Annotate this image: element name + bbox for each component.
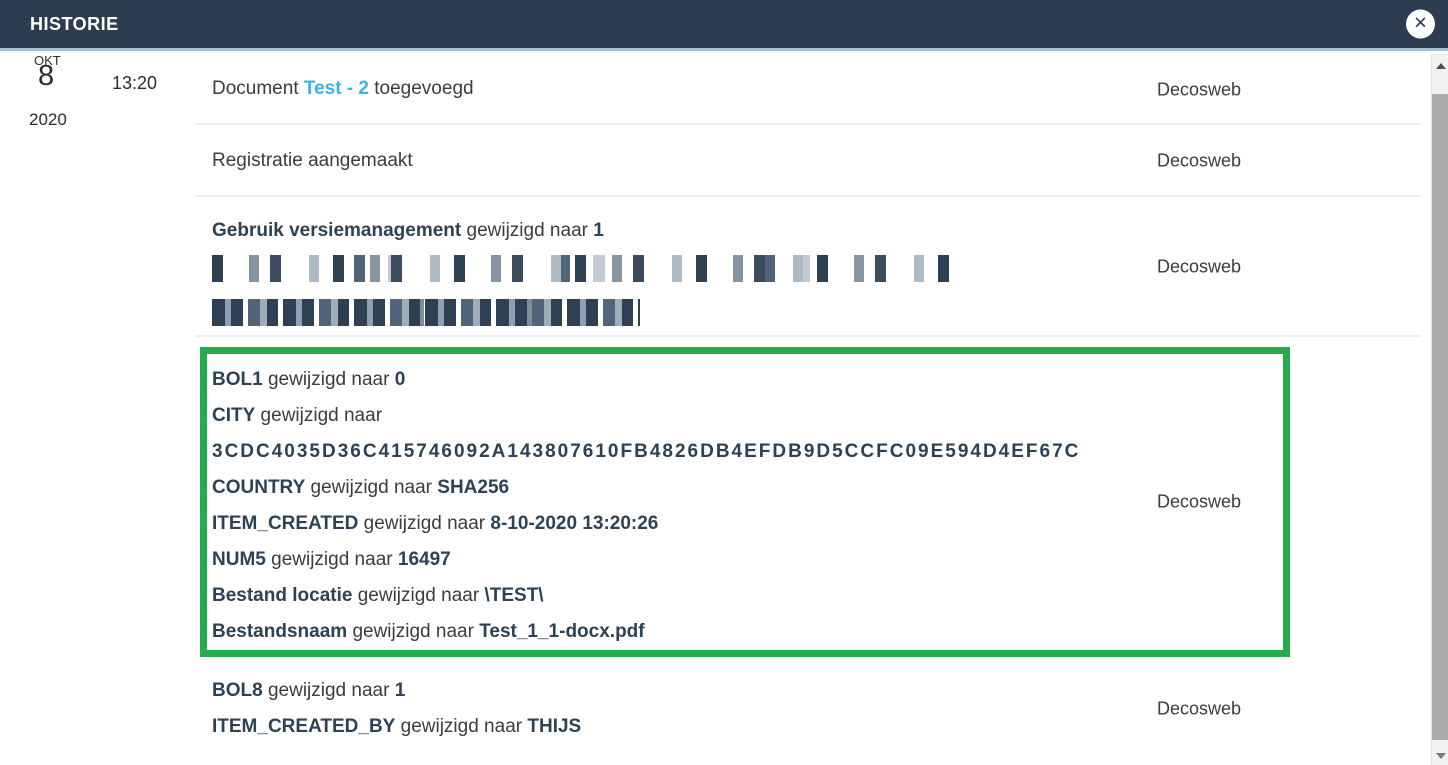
field-value-text: SHA256 — [437, 477, 510, 498]
field-value-text: 3CDC4035D36C415746092A143807610FB4826DB4… — [212, 441, 1081, 462]
entry-text: gewijzigd naar — [352, 585, 485, 606]
field-value-text: ITEM_CREATED — [212, 513, 359, 534]
entry-text: gewijzigd naar — [262, 680, 395, 701]
document-link[interactable]: Test - 2 — [303, 78, 369, 99]
entry-line: Registratie aangemaakt — [212, 143, 1131, 179]
entry-source: Decosweb — [1157, 150, 1242, 171]
field-value-text: 0 — [394, 369, 406, 390]
entry-source: Decosweb — [1157, 256, 1242, 277]
entry-line: BOL1 gewijzigd naar 0 — [212, 362, 1131, 398]
field-value-text: 8-10-2020 13:20:26 — [490, 513, 659, 534]
scrollbar-thumb[interactable] — [1432, 94, 1448, 740]
entry-line: Bestandsnaam gewijzigd naar Test_1_1-doc… — [212, 614, 1131, 650]
redacted-text — [212, 255, 952, 282]
entry-text: gewijzigd naar — [255, 405, 383, 426]
entry-source: Decosweb — [1157, 698, 1242, 718]
date-day: 8 — [38, 60, 55, 92]
entry-source: Decosweb — [1157, 79, 1242, 99]
entry-line: CITY gewijzigd naar — [212, 398, 1131, 434]
redacted-text — [212, 299, 640, 326]
field-value-text: BOL8 — [212, 680, 263, 701]
field-value-text: Bestandsnaam — [212, 621, 348, 642]
field-value-text: \TEST\ — [484, 585, 544, 606]
entry-line: Bestand locatie gewijzigd naar \TEST\ — [212, 578, 1131, 614]
entry-source: Decosweb — [1157, 491, 1242, 512]
entry-line: NUM5 gewijzigd naar 16497 — [212, 542, 1131, 578]
scroll-up-icon[interactable] — [1436, 63, 1446, 69]
date-month: OKT — [34, 53, 61, 68]
field-value-text: 1 — [394, 680, 406, 701]
history-entry: Gebruik versiemanagement gewijzigd naar … — [0, 197, 1431, 337]
entry-line: BOL8 gewijzigd naar 1 — [212, 673, 1131, 709]
field-value-text: BOL1 — [212, 369, 263, 390]
entry-description: Gebruik versiemanagement gewijzigd naar … — [212, 213, 1131, 326]
vertical-scrollbar[interactable] — [1431, 54, 1448, 765]
entry-line: ITEM_CREATED_BY gewijzigd naar THIJS — [212, 709, 1131, 745]
close-button[interactable]: ✕ — [1406, 9, 1435, 39]
entry-text: gewijzigd naar — [262, 369, 395, 390]
entry-line: Document Test - 2 toegevoegd — [212, 71, 1131, 107]
entry-line: ITEM_CREATED gewijzigd naar 8-10-2020 13… — [212, 506, 1131, 542]
modal-header: HISTORIE ✕ — [0, 0, 1448, 51]
field-value-text: CITY — [212, 405, 256, 426]
scroll-down-icon[interactable] — [1436, 753, 1446, 759]
field-value-text: Gebruik versiemanagement — [212, 220, 462, 241]
modal-title: HISTORIE — [30, 13, 119, 34]
entry-text: Document — [212, 78, 304, 99]
history-entry: Document Test - 2 toegevoegd Decosweb — [0, 54, 1431, 125]
entry-text: gewijzigd naar — [265, 549, 398, 570]
entry-text: Registratie aangemaakt — [212, 150, 413, 171]
field-value-text: THIJS — [527, 716, 582, 737]
date-year: 2020 — [29, 110, 67, 129]
entry-text: gewijzigd naar — [347, 621, 480, 642]
entry-text: gewijzigd naar — [395, 716, 528, 737]
field-value-text: COUNTRY — [212, 477, 306, 498]
field-value-text: 1 — [593, 220, 604, 241]
entry-text: gewijzigd naar — [305, 477, 438, 498]
entry-line: COUNTRY gewijzigd naar SHA256 — [212, 470, 1131, 506]
close-icon: ✕ — [1413, 13, 1428, 34]
entry-text: toegevoegd — [368, 78, 474, 99]
entry-text: gewijzigd naar — [358, 513, 491, 534]
field-value-text: ITEM_CREATED_BY — [212, 716, 396, 737]
field-value-text: Bestand locatie — [212, 585, 353, 606]
field-value-text: 16497 — [397, 549, 451, 570]
entry-line: 3CDC4035D36C415746092A143807610FB4826DB4… — [212, 434, 1131, 470]
entry-text: gewijzigd naar — [461, 220, 594, 241]
entry-line: Gebruik versiemanagement gewijzigd naar … — [212, 213, 1131, 249]
field-value-text: NUM5 — [212, 549, 266, 570]
entry-description: Document Test - 2 toegevoegd — [212, 71, 1131, 107]
field-value-text: Test_1_1-docx.pdf — [479, 621, 645, 642]
entry-description: Registratie aangemaakt — [212, 143, 1131, 179]
entry-time: 13:20 — [112, 73, 158, 93]
history-entry: Registratie aangemaakt Decosweb — [0, 125, 1431, 197]
